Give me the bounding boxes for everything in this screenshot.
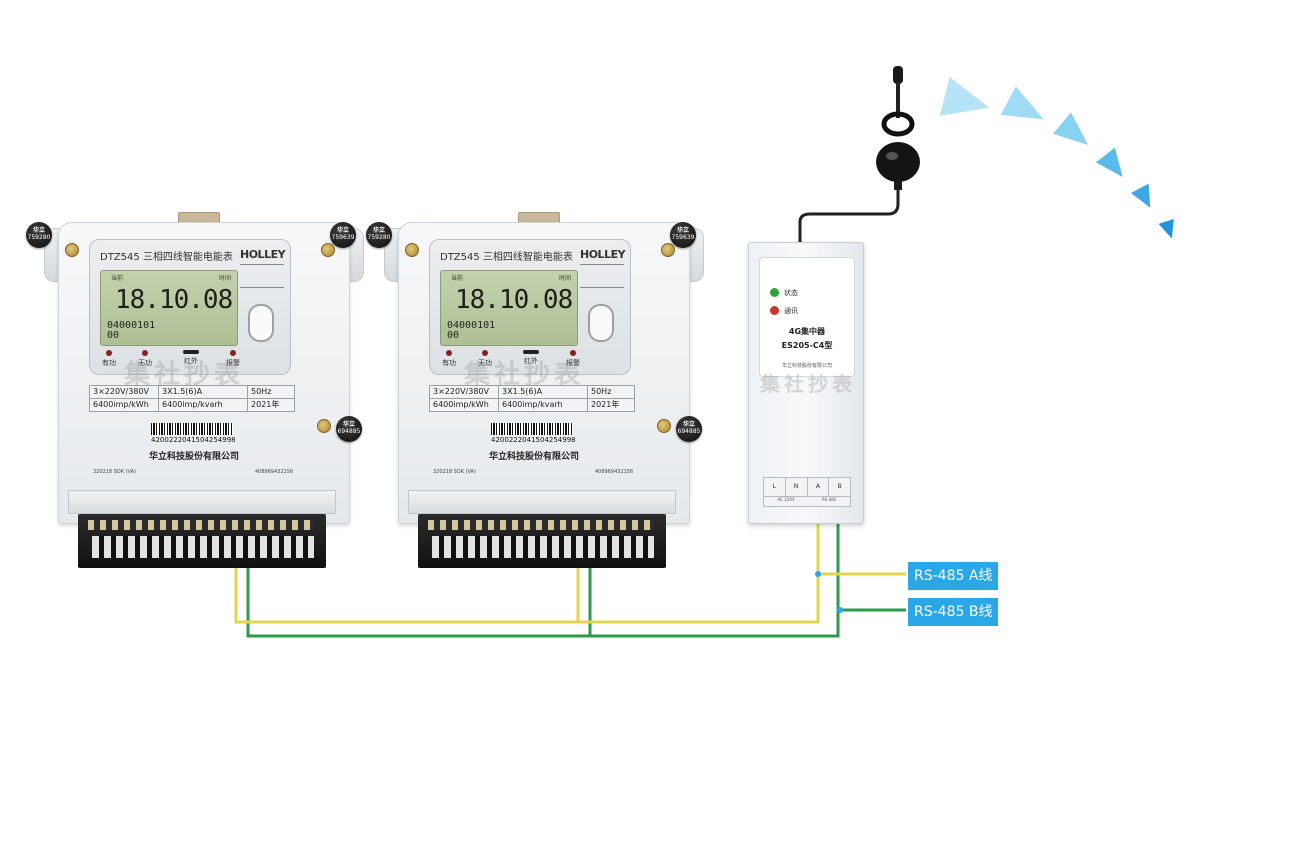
meter-page-button[interactable] — [588, 304, 614, 342]
meter-title: 三相四线智能电能表 — [142, 252, 233, 263]
terminal-n: N — [786, 478, 808, 496]
spec-imp-kwh: 6400imp/kWh — [90, 399, 159, 411]
meter-footer-left: 320218 SDK (VA) — [93, 469, 136, 475]
barcode-number: 4200222041504254998 — [491, 436, 576, 444]
rs485-b-label: RS-485 B线 — [908, 598, 999, 626]
barcode-number: 4200222041504254998 — [151, 436, 236, 444]
terminal-caption-power: AC 220V — [777, 497, 795, 502]
lcd-sub-reading-2: 00 — [447, 330, 460, 341]
meter-company: 华立科技股份有限公司 — [489, 452, 580, 462]
wire-a-junction — [815, 571, 821, 577]
concentrator-terminal-block: L N A B AC 220V RS-485 — [763, 477, 851, 507]
4g-concentrator: 状态 通讯 4G集中器 ES205-C4型 华立科技股份有限公司 L N A B… — [748, 242, 864, 524]
indicator-infrared: 红外 — [184, 357, 198, 365]
indicator-infrared: 红外 — [524, 357, 538, 365]
wire-b-junction — [837, 607, 843, 613]
meter-spec-plate: 3×220V/380V 3X1.5(6)A 50Hz 6400imp/kWh 6… — [89, 385, 295, 412]
smart-meter-2: DTZ545 三相四线智能电能表 HOLLEY 当前 时间 18.10.08 0… — [366, 212, 704, 592]
lcd-label-current: 当前 — [111, 275, 124, 282]
lcd-sub-reading-2: 00 — [107, 330, 120, 341]
spec-current: 3X1.5(6)A — [159, 386, 248, 398]
meter-spec-plate: 3×220V/380V 3X1.5(6)A 50Hz 6400imp/kWh 6… — [429, 385, 635, 412]
status-led-icon — [770, 288, 779, 297]
spec-year: 2021年 — [251, 400, 280, 409]
spec-voltage: 3×220V/380V — [430, 386, 499, 398]
terminal-l: L — [764, 478, 786, 496]
indicator-alarm: 报警 — [566, 359, 580, 367]
lcd-main-reading: 18.10.08 — [115, 285, 233, 315]
antenna-cable — [798, 184, 900, 244]
screw-icon — [317, 419, 331, 433]
spec-imp-kvarh: 6400imp/kvarh — [159, 399, 248, 411]
meter-footer-right: 408969432156 — [595, 469, 634, 475]
screw-icon — [657, 419, 671, 433]
indicator-reactive: 无功 — [478, 359, 492, 367]
barcode — [491, 423, 573, 435]
meter-footer-left: 320218 SDK (VA) — [433, 469, 476, 475]
screw-icon — [661, 243, 675, 257]
spec-imp-kvarh: 6400imp/kvarh — [499, 399, 588, 411]
terminal-b: B — [837, 483, 842, 490]
lcd-label-time: 时间 — [558, 275, 571, 282]
meter-model: DTZ545 — [100, 252, 140, 263]
comm-led-label: 通讯 — [784, 307, 798, 315]
screw-icon — [321, 243, 335, 257]
watermark: 集社抄表 — [464, 360, 585, 390]
indicator-reactive: 无功 — [138, 359, 152, 367]
meter-company: 华立科技股份有限公司 — [149, 452, 240, 462]
status-led-label: 状态 — [784, 289, 798, 297]
spec-imp-kwh: 6400imp/kWh — [430, 399, 499, 411]
meter-brand-logo: HOLLEY — [240, 248, 286, 261]
spec-frequency: 50Hz — [251, 387, 272, 396]
watermark: 集社抄表 — [760, 372, 856, 396]
meter-display-panel: DTZ545 三相四线智能电能表 HOLLEY 当前 时间 18.10.08 0… — [429, 239, 631, 375]
meter-footer-right: 408969432156 — [255, 469, 294, 475]
lcd-sub-reading: 04000101 — [107, 320, 156, 331]
indicator-active: 有功 — [102, 359, 116, 367]
spec-year: 2021年 — [591, 400, 620, 409]
meter-page-button[interactable] — [248, 304, 274, 342]
lcd-main-reading: 18.10.08 — [455, 285, 573, 315]
concentrator-model: ES205-C4型 — [781, 341, 833, 350]
indicator-alarm: 报警 — [226, 359, 240, 367]
terminal-caption-rs485: RS-485 — [821, 497, 837, 502]
screw-icon — [65, 243, 79, 257]
smart-meter-1: DTZ545 三相四线智能电能表 HOLLEY 当前 时间 18.10.08 0… — [26, 212, 364, 592]
concentrator-face: 状态 通讯 4G集中器 ES205-C4型 华立科技股份有限公司 — [759, 257, 855, 377]
terminal-a: A — [808, 478, 830, 496]
meter-title: 三相四线智能电能表 — [482, 252, 573, 263]
lcd-label-time: 时间 — [218, 275, 231, 282]
spec-frequency: 50Hz — [591, 387, 612, 396]
indicator-active: 有功 — [442, 359, 456, 367]
terminal-block — [78, 514, 326, 568]
meter-model: DTZ545 — [440, 252, 480, 263]
spec-voltage: 3×220V/380V — [90, 386, 159, 398]
concentrator-name: 4G集中器 — [788, 327, 826, 336]
watermark: 集社抄表 — [124, 360, 245, 390]
meter-brand-logo: HOLLEY — [580, 248, 626, 261]
lcd-sub-reading: 04000101 — [447, 320, 496, 331]
meter-display-panel: DTZ545 三相四线智能电能表 HOLLEY 当前 时间 18.10.08 0… — [89, 239, 291, 375]
antenna-icon — [876, 66, 920, 190]
lcd-label-current: 当前 — [451, 275, 464, 282]
terminal-block — [418, 514, 666, 568]
rs485-a-label: RS-485 A线 — [908, 562, 999, 590]
comm-led-icon — [770, 306, 779, 315]
screw-icon — [405, 243, 419, 257]
concentrator-footer: 华立科技股份有限公司 — [781, 363, 832, 369]
barcode — [151, 423, 233, 435]
spec-current: 3X1.5(6)A — [499, 386, 588, 398]
